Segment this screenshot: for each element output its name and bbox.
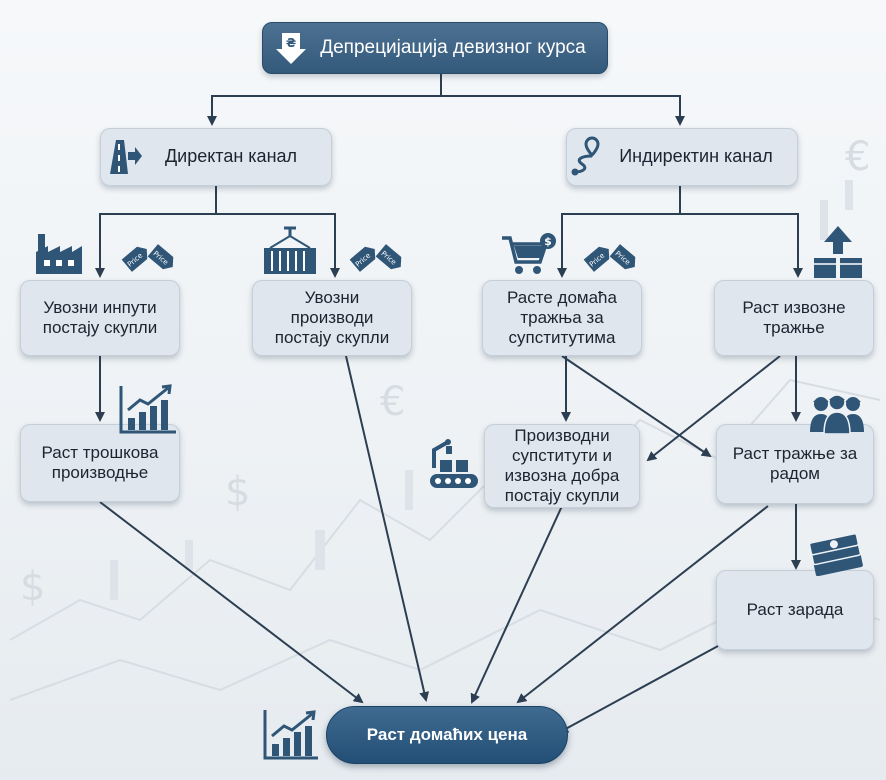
bar-chart-up-icon bbox=[119, 384, 176, 434]
node-imported-products: Увозни производи постају скупли bbox=[252, 280, 412, 356]
node-labor-demand-growth: Раст тражње за радом bbox=[716, 424, 874, 504]
node-export-demand-growth: Раст извозне тражње bbox=[714, 280, 874, 356]
factory-icon bbox=[36, 234, 82, 274]
svg-text:$: $ bbox=[225, 469, 250, 515]
node-production-cost-growth: Раст трошкова производње bbox=[20, 424, 180, 502]
assembly-line-icon bbox=[430, 439, 478, 488]
svg-text:€: € bbox=[380, 379, 405, 425]
shopping-cart-icon: $ bbox=[502, 233, 556, 274]
boxes-up-icon bbox=[814, 226, 862, 278]
node-indirect-channel: Индиректин канал bbox=[566, 128, 798, 186]
price-tags-icon: Price Price bbox=[583, 244, 636, 272]
currency-down-icon: ₴ bbox=[276, 33, 306, 64]
node-domestic-price-growth: Раст домаћих цена bbox=[326, 706, 568, 764]
node-domestic-demand-substitutes: Расте домаћа тражња за супститутима bbox=[482, 280, 642, 356]
svg-text:€: € bbox=[845, 134, 870, 180]
svg-text:$: $ bbox=[20, 564, 45, 610]
node-imported-inputs: Увозни инпути постају скупли bbox=[20, 280, 180, 356]
node-depreciation: Депрецијација девизног курса bbox=[262, 22, 608, 74]
svg-text:₴: ₴ bbox=[286, 36, 296, 50]
workers-icon bbox=[810, 393, 864, 434]
svg-text:$: $ bbox=[544, 235, 552, 248]
container-icon bbox=[264, 226, 316, 274]
node-substitutes-exports-costlier: Производни супститути и извозна добра по… bbox=[484, 424, 640, 508]
price-tags-icon: Price Price bbox=[349, 244, 402, 272]
route-icon bbox=[571, 136, 600, 176]
cash-stack-icon bbox=[808, 532, 863, 576]
node-wage-growth: Раст зарада bbox=[716, 570, 874, 650]
growth-chart-icon bbox=[263, 710, 318, 760]
road-arrow-icon bbox=[110, 140, 142, 174]
price-tags-icon: Price Price bbox=[121, 244, 174, 272]
